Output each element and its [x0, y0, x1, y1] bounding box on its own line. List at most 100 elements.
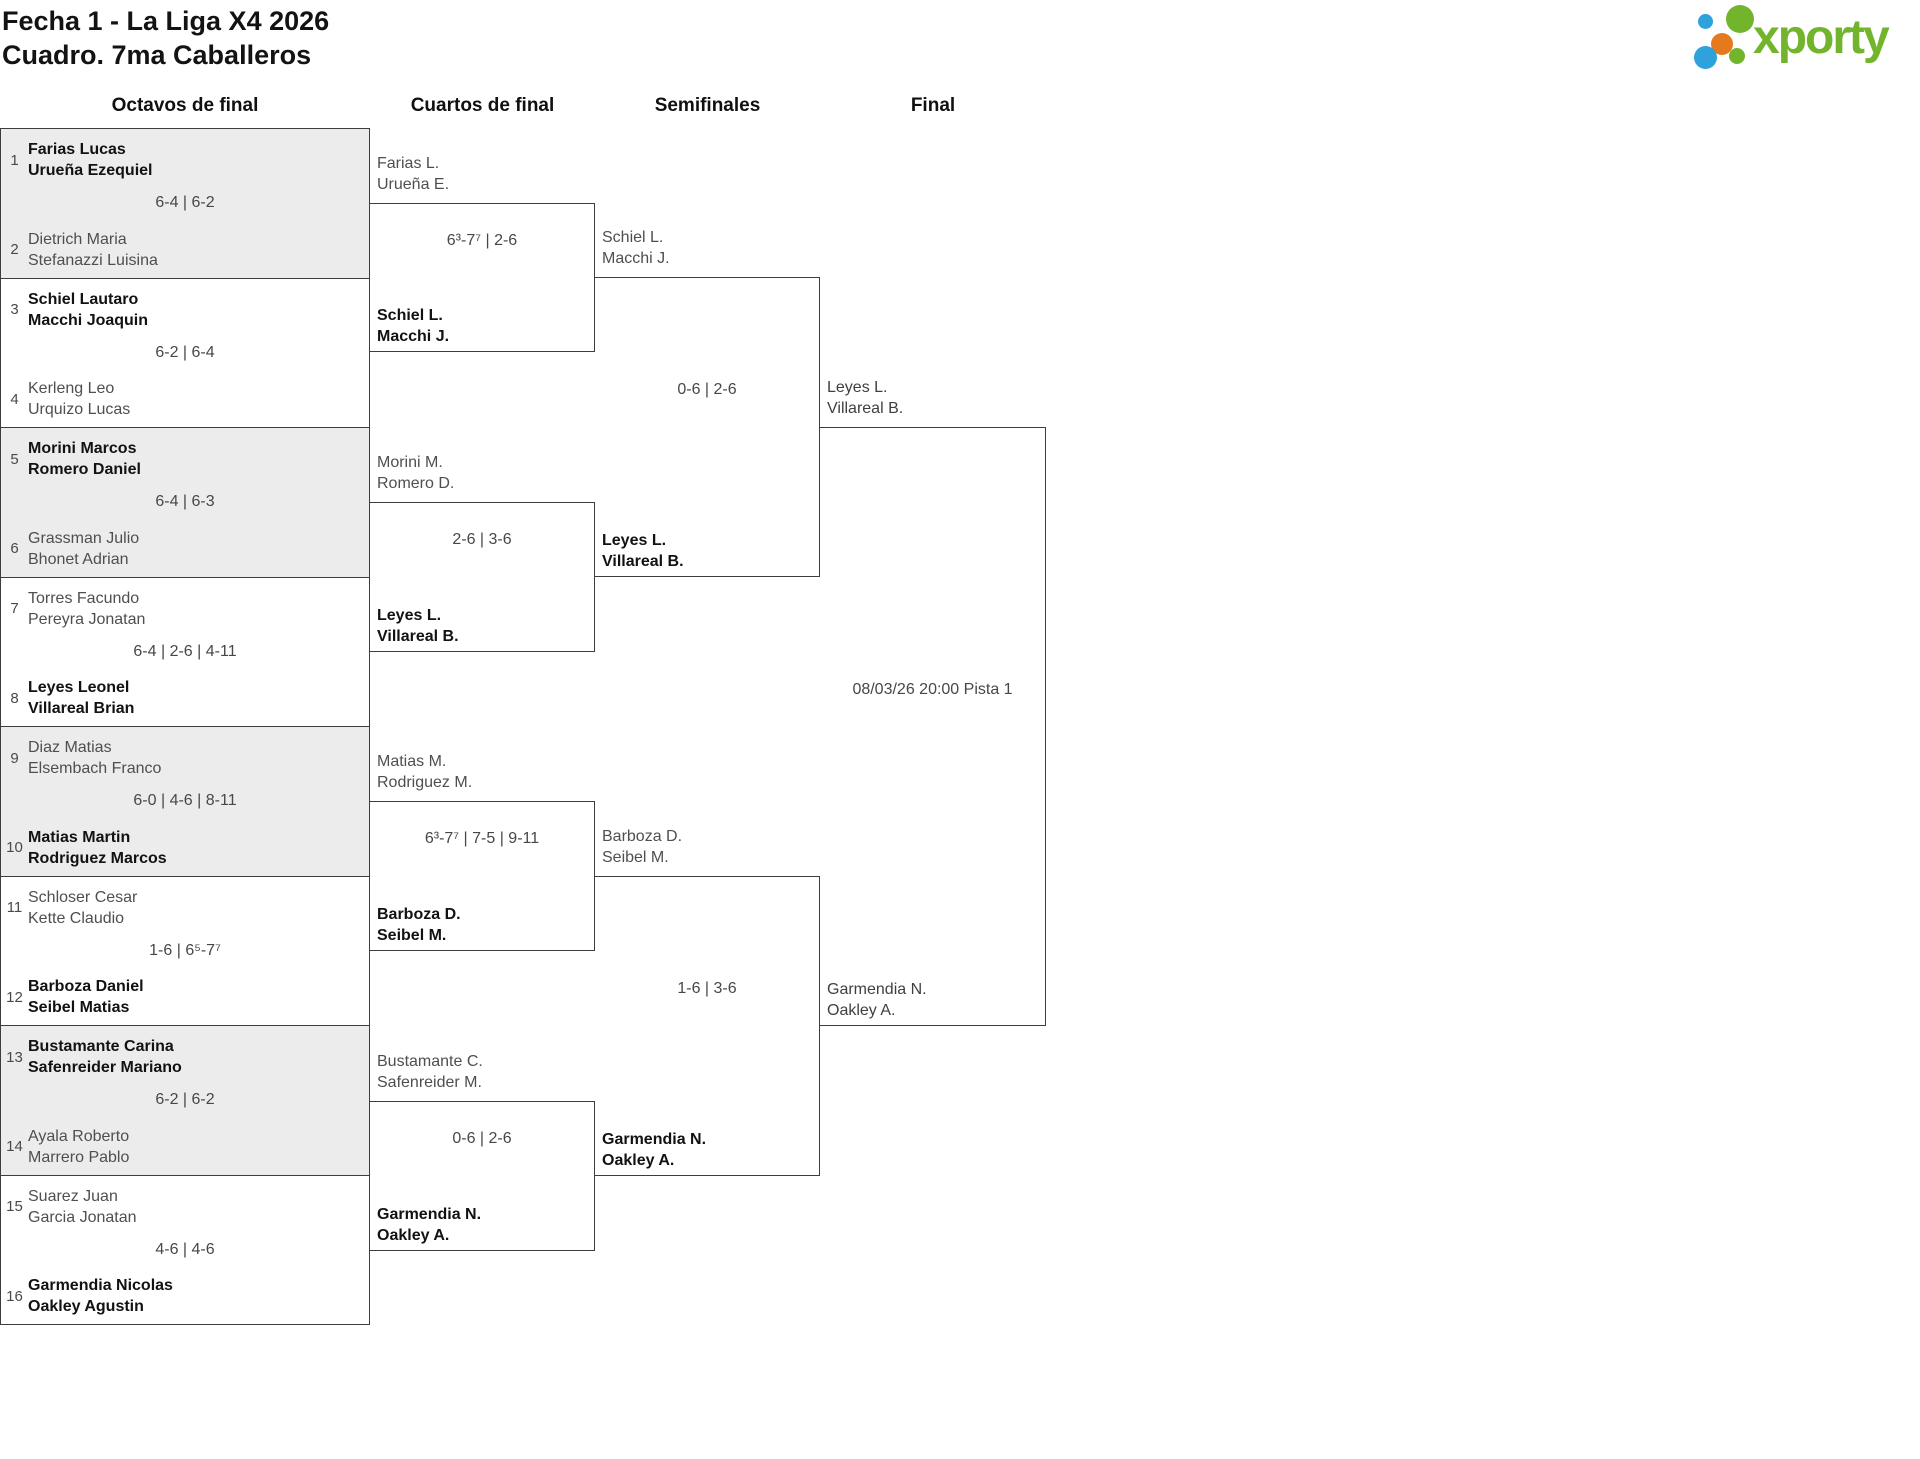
final-match: Leyes L. Villareal B. 08/03/26 20:00 Pis… [820, 379, 1046, 1026]
logo-wordmark: xporty [1753, 11, 1890, 64]
match-score: 0-6 | 2-6 [677, 381, 737, 398]
match-score: 4-6 | 4-6 [155, 1240, 215, 1258]
player-name: Leyes L. [602, 532, 667, 549]
player-name: Dietrich Maria [28, 230, 127, 248]
team-name: Bustamante C. Safenreider M. [377, 1051, 483, 1093]
player-name: Leyes L. [377, 607, 442, 624]
seed-number: 3 [10, 301, 19, 318]
semifinal-match-2: Barboza D. Seibel M. 1-6 | 3-6 Garmendia… [595, 828, 820, 1176]
team-name: Kerleng Leo Urquizo Lucas [28, 378, 365, 420]
xporty-logo[interactable]: xporty [1683, 4, 1915, 70]
player-name: Kette Claudio [28, 909, 125, 927]
player-name: Morini Marcos [28, 440, 137, 457]
player-name: Oakley Agustin [28, 1298, 144, 1315]
bracket-entry: 7 Torres Facundo Pereyra Jonatan [1, 588, 365, 630]
team-name: Leyes Leonel Villareal Brian [28, 677, 365, 719]
player-name: Romero D. [377, 475, 455, 492]
player-name: Villareal B. [827, 400, 904, 417]
match-score: 0-6 | 2-6 [452, 1130, 512, 1147]
cuartos-match-4: Bustamante C. Safenreider M. 0-6 | 2-6 G… [370, 1053, 595, 1251]
match-score: 6³-7⁷ | 7-5 | 9-11 [424, 830, 540, 847]
seed-number: 14 [6, 1138, 23, 1155]
match-score: 6-2 | 6-4 [155, 343, 215, 361]
match-score: 6³-7⁷ | 2-6 [446, 231, 518, 249]
seed-number: 12 [6, 988, 23, 1006]
bracket-entry: 3 Schiel Lautaro Macchi Joaquin [1, 289, 365, 331]
team-name: Schiel Lautaro Macchi Joaquin [28, 289, 365, 331]
team-name: Barboza D. Seibel M. [377, 904, 461, 946]
match-score: 6-4 | 6-2 [155, 194, 215, 212]
bracket-entry: 13 Bustamante Carina Safenreider Mariano [1, 1036, 365, 1078]
player-name: Schiel Lautaro [28, 290, 139, 308]
player-name: Garmendia Nicolas [28, 1277, 173, 1294]
semifinal-match-1: Schiel L. Macchi J. 0-6 | 2-6 Leyes L. V… [595, 229, 820, 577]
seed-number: 1 [10, 151, 19, 169]
bracket-entry: 4 Kerleng Leo Urquizo Lucas [1, 378, 365, 420]
bracket-entry: 8 Leyes Leonel Villareal Brian [1, 677, 365, 719]
round-header-octavos: Octavos de final [111, 95, 259, 116]
bracket-entry: 15 Suarez Juan Garcia Jonatan [1, 1186, 365, 1228]
seed-number: 13 [6, 1048, 23, 1066]
team-name: Dietrich Maria Stefanazzi Luisina [28, 229, 365, 271]
player-name: Bustamante C. [377, 1053, 483, 1070]
bracket-entry: 9 Diaz Matias Elsembach Franco [1, 737, 365, 779]
octavos-match-3: 5 Morini Marcos Romero Daniel 6-4 | 6-3 … [1, 427, 369, 577]
player-name: Safenreider Mariano [28, 1059, 182, 1076]
bracket-entry: 14 Ayala Roberto Marrero Pablo [1, 1126, 365, 1168]
team-name: Schiel L. Macchi J. [377, 305, 449, 347]
player-name: Suarez Juan [28, 1187, 118, 1205]
player-name: Urueña Ezequiel [28, 162, 153, 179]
team-name: Garmendia N. Oakley A. [602, 1129, 706, 1171]
team-name: Grassman Julio Bhonet Adrian [28, 528, 365, 570]
player-name: Garmendia N. [377, 1206, 482, 1223]
player-name: Garcia Jonatan [28, 1208, 137, 1226]
logo-dot-orange-icon [1711, 33, 1733, 55]
match-score: 1-6 | 6⁵-7⁷ [149, 941, 221, 959]
player-name: Bhonet Adrian [28, 550, 129, 568]
team-name: Garmendia N. Oakley A. [827, 979, 927, 1021]
bracket-entry: 2 Dietrich Maria Stefanazzi Luisina [1, 229, 365, 271]
bracket-entry: 16 Garmendia Nicolas Oakley Agustin [1, 1275, 365, 1317]
team-name: Farias Lucas Urueña Ezequiel [28, 139, 365, 181]
player-name: Urquizo Lucas [28, 401, 131, 418]
player-name: Oakley A. [377, 1227, 450, 1244]
match-score: 6-2 | 6-2 [155, 1091, 215, 1109]
team-name: Garmendia N. Oakley A. [377, 1204, 481, 1246]
player-name: Urueña E. [377, 176, 450, 193]
player-name: Farias L. [377, 155, 440, 172]
octavos-match-7: 13 Bustamante Carina Safenreider Mariano… [1, 1025, 369, 1175]
team-name: Barboza D. Seibel M. [602, 826, 682, 868]
team-name: Farias L. Urueña E. [377, 153, 449, 195]
player-name: Romero Daniel [28, 461, 141, 478]
bracket-entry: 6 Grassman Julio Bhonet Adrian [1, 528, 365, 570]
bracket-entry: 12 Barboza Daniel Seibel Matias [1, 976, 365, 1018]
seed-number: 4 [10, 390, 19, 408]
bracket-entry: 11 Schloser Cesar Kette Claudio [1, 887, 365, 929]
match-score: 6-4 | 2-6 | 4-11 [133, 642, 237, 660]
team-name: Schloser Cesar Kette Claudio [28, 887, 365, 929]
player-name: Pereyra Jonatan [28, 610, 146, 628]
team-name: Barboza Daniel Seibel Matias [28, 976, 365, 1018]
team-name: Diaz Matias Elsembach Franco [28, 737, 365, 779]
player-name: Garmendia N. [827, 981, 927, 998]
player-name: Villareal B. [377, 628, 459, 645]
seed-number: 2 [10, 241, 19, 258]
round-header-cuartos: Cuartos de final [410, 95, 555, 116]
player-name: Seibel M. [602, 849, 669, 866]
match-score: 6-0 | 4-6 | 8-11 [133, 792, 237, 810]
cuartos-match-2: Morini M. Romero D. 2-6 | 3-6 Leyes L. V… [370, 454, 595, 652]
player-name: Kerleng Leo [28, 380, 115, 397]
player-name: Torres Facundo [28, 589, 140, 607]
match-score: 1-6 | 3-6 [677, 980, 737, 997]
bracket-entry: 5 Morini Marcos Romero Daniel [1, 438, 365, 480]
player-name: Rodriguez M. [377, 774, 473, 791]
match-score: 6-4 | 6-3 [155, 493, 215, 511]
player-name: Farias Lucas [28, 141, 126, 158]
octavos-match-8: 15 Suarez Juan Garcia Jonatan 4-6 | 4-6 … [1, 1174, 369, 1324]
logo-dot-green-large-icon [1726, 5, 1754, 33]
player-name: Bustamante Carina [28, 1038, 174, 1055]
player-name: Safenreider M. [377, 1074, 482, 1091]
octavos-match-5: 9 Diaz Matias Elsembach Franco 6-0 | 4-6… [1, 726, 369, 876]
seed-number: 8 [10, 689, 19, 707]
